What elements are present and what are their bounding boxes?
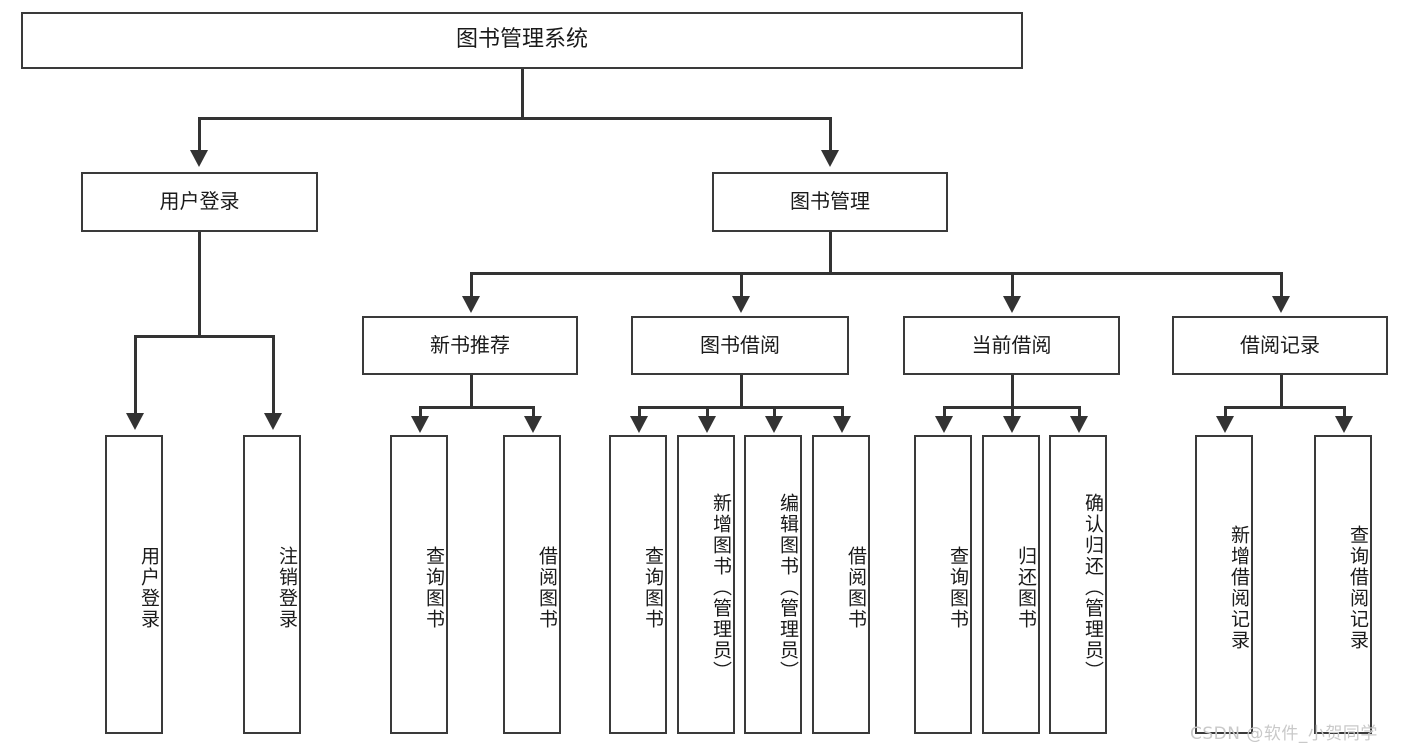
connector-br-drop-1 — [1224, 406, 1227, 418]
connector-cb-drop-2 — [1011, 406, 1014, 418]
arrowhead-nbr-leaf-1 — [411, 416, 429, 433]
leaf-book-borrow-edit-admin[interactable]: 编辑图书（管理员） — [744, 435, 802, 734]
arrowhead-nbr-leaf-2 — [524, 416, 542, 433]
leaf-current-borrow-return[interactable]: 归还图书 — [982, 435, 1040, 734]
leaf-book-borrow-add-admin[interactable]: 新增图书（管理员） — [677, 435, 735, 734]
arrowhead-br-leaf-1 — [1216, 416, 1234, 433]
connector-bb-drop-3 — [773, 406, 776, 418]
leaf-user-login-signin[interactable]: 用户登录 — [105, 435, 163, 734]
connector-bb-drop-2 — [706, 406, 709, 418]
arrowhead-bb-leaf-2 — [698, 416, 716, 433]
connector-bb-stem — [740, 375, 743, 406]
arrowhead-bm-to-book-borrow — [732, 296, 750, 313]
connector-br-drop-2 — [1343, 406, 1346, 418]
connector-nbr-drop-1 — [419, 406, 422, 418]
leaf-book-borrow-query[interactable]: 查询图书 — [609, 435, 667, 734]
connector-bm-drop-4 — [1280, 272, 1283, 298]
connector-bm-drop-1 — [470, 272, 473, 298]
leaf-new-book-query[interactable]: 查询图书 — [390, 435, 448, 734]
connector-user-login-drop-1 — [134, 335, 137, 415]
arrowhead-root-to-book-management — [821, 150, 839, 167]
connector-root-stem — [521, 69, 524, 117]
connector-bm-drop-2 — [740, 272, 743, 298]
connector-cb-drop-1 — [943, 406, 946, 418]
arrowhead-cb-leaf-1 — [935, 416, 953, 433]
csdn-watermark: CSDN @软件_小贺同学 — [1190, 724, 1378, 744]
leaf-book-borrow-lend[interactable]: 借阅图书 — [812, 435, 870, 734]
connector-bb-bus — [638, 406, 842, 409]
arrowhead-cb-leaf-2 — [1003, 416, 1021, 433]
node-borrow-record[interactable]: 借阅记录 — [1172, 316, 1388, 375]
connector-cb-drop-3 — [1078, 406, 1081, 418]
leaf-borrow-record-query[interactable]: 查询借阅记录 — [1314, 435, 1372, 734]
arrowhead-root-to-user-login — [190, 150, 208, 167]
node-root-book-management-system[interactable]: 图书管理系统 — [21, 12, 1023, 69]
arrowhead-user-login-leaf-1 — [126, 413, 144, 430]
node-user-login[interactable]: 用户登录 — [81, 172, 318, 232]
arrowhead-bb-leaf-4 — [833, 416, 851, 433]
node-new-book-recommend[interactable]: 新书推荐 — [362, 316, 578, 375]
connector-nbr-stem — [470, 375, 473, 406]
arrowhead-bm-to-current-borrow — [1003, 296, 1021, 313]
connector-user-login-bus — [134, 335, 274, 338]
connector-bm-drop-3 — [1011, 272, 1014, 298]
arrowhead-bb-leaf-1 — [630, 416, 648, 433]
node-book-borrow[interactable]: 图书借阅 — [631, 316, 849, 375]
arrowhead-user-login-leaf-2 — [264, 413, 282, 430]
node-book-management[interactable]: 图书管理 — [712, 172, 948, 232]
connector-root-drop-1 — [198, 117, 201, 152]
connector-user-login-stem — [198, 232, 201, 335]
leaf-current-borrow-query[interactable]: 查询图书 — [914, 435, 972, 734]
arrowhead-bm-to-borrow-record — [1272, 296, 1290, 313]
connector-book-management-stem — [829, 232, 832, 272]
connector-nbr-bus — [419, 406, 532, 409]
connector-root-bus — [198, 117, 832, 120]
connector-br-bus — [1224, 406, 1345, 409]
connector-book-management-bus — [470, 272, 1281, 275]
connector-bb-drop-4 — [841, 406, 844, 418]
connector-bb-drop-1 — [638, 406, 641, 418]
arrowhead-br-leaf-2 — [1335, 416, 1353, 433]
arrowhead-cb-leaf-3 — [1070, 416, 1088, 433]
connector-nbr-drop-2 — [532, 406, 535, 418]
leaf-new-book-borrow[interactable]: 借阅图书 — [503, 435, 561, 734]
connector-cb-stem — [1011, 375, 1014, 406]
arrowhead-bm-to-new-book — [462, 296, 480, 313]
connector-br-stem — [1280, 375, 1283, 406]
node-current-borrow[interactable]: 当前借阅 — [903, 316, 1120, 375]
arrowhead-bb-leaf-3 — [765, 416, 783, 433]
leaf-user-login-signout[interactable]: 注销登录 — [243, 435, 301, 734]
connector-user-login-drop-2 — [272, 335, 275, 415]
leaf-current-borrow-confirm-admin[interactable]: 确认归还（管理员） — [1049, 435, 1107, 734]
leaf-borrow-record-add[interactable]: 新增借阅记录 — [1195, 435, 1253, 734]
connector-root-drop-2 — [829, 117, 832, 152]
